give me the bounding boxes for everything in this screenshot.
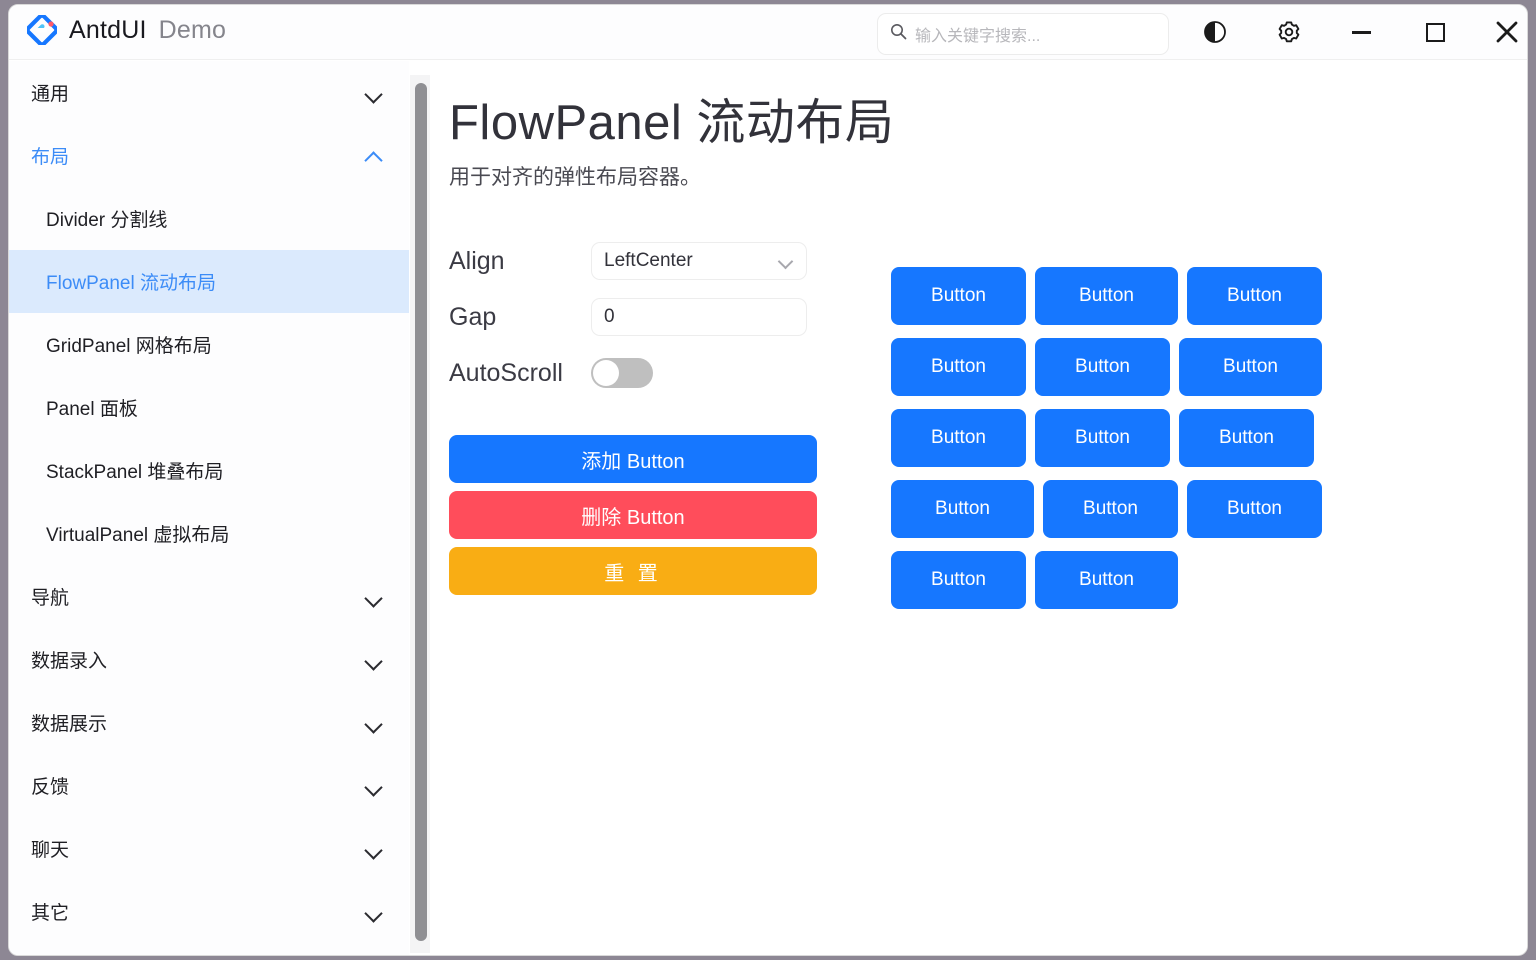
align-select-value: LeftCenter: [604, 250, 693, 271]
chevron-down-icon: [365, 903, 383, 921]
align-label: Align: [449, 246, 505, 275]
autoscroll-toggle[interactable]: [591, 358, 653, 388]
settings-form: Align LeftCenter Gap 0 AutoScroll: [449, 233, 821, 401]
flow-button-10[interactable]: Button: [1043, 480, 1178, 538]
flow-button-12[interactable]: Button: [891, 551, 1026, 609]
flow-button-9[interactable]: Button: [891, 480, 1034, 538]
sidebar-scrollbar-thumb[interactable]: [415, 83, 427, 941]
maximize-icon[interactable]: [1417, 15, 1453, 49]
flow-button-3[interactable]: Button: [891, 338, 1026, 396]
sidebar-item-label: VirtualPanel 虚拟布局: [46, 525, 230, 546]
chevron-down-icon: [365, 84, 383, 102]
sidebar-item-label: FlowPanel 流动布局: [46, 273, 216, 294]
sidebar-group-label: 导航: [31, 588, 70, 609]
minimize-icon[interactable]: [1343, 15, 1379, 49]
sidebar-item-label: GridPanel 网格布局: [46, 336, 212, 357]
sidebar-group-5[interactable]: 反馈: [9, 754, 409, 817]
action-buttons: 添加 Button 删除 Button 重 置: [449, 435, 817, 603]
close-icon[interactable]: [1489, 15, 1525, 49]
sidebar-item-label: Divider 分割线: [46, 210, 168, 231]
flow-button-4[interactable]: Button: [1035, 338, 1170, 396]
toggle-knob: [593, 360, 619, 386]
minimize-bar: [1351, 30, 1371, 34]
flow-button-0[interactable]: Button: [891, 267, 1026, 325]
title-bar: AntdUI Demo 输入关键字搜索...: [9, 5, 1527, 60]
add-button[interactable]: 添加 Button: [449, 435, 817, 483]
chevron-down-icon: [365, 588, 383, 606]
sidebar-group-label: 数据录入: [31, 651, 108, 672]
flow-button-5[interactable]: Button: [1179, 338, 1322, 396]
sidebar-group-0[interactable]: 通用: [9, 61, 409, 124]
sidebar-group-6[interactable]: 聊天: [9, 817, 409, 880]
chevron-down-icon: [365, 714, 383, 732]
sidebar-item-label: Panel 面板: [46, 399, 138, 420]
sidebar-group-label: 通用: [31, 84, 70, 105]
sidebar-group-7[interactable]: 其它: [9, 880, 409, 943]
flow-button-6[interactable]: Button: [891, 409, 1026, 467]
gap-input[interactable]: 0: [591, 298, 807, 336]
sidebar-group-2[interactable]: 导航: [9, 565, 409, 628]
app-brand: AntdUI Demo: [25, 13, 227, 47]
reset-button[interactable]: 重 置: [449, 547, 817, 595]
page-description: 用于对齐的弹性布局容器。: [449, 166, 701, 189]
sidebar-item-1-0[interactable]: Divider 分割线: [9, 187, 409, 250]
gap-row: Gap 0: [449, 289, 821, 345]
sidebar-group-label: 聊天: [31, 840, 70, 861]
sidebar-item-1-5[interactable]: VirtualPanel 虚拟布局: [9, 502, 409, 565]
maximize-square: [1425, 22, 1445, 42]
sidebar-item-1-3[interactable]: Panel 面板: [9, 376, 409, 439]
autoscroll-label: AutoScroll: [449, 358, 563, 387]
flow-button-11[interactable]: Button: [1187, 480, 1322, 538]
sidebar-group-label: 数据展示: [31, 714, 108, 735]
page-title: FlowPanel 流动布局: [449, 96, 895, 150]
chevron-down-icon: [365, 651, 383, 669]
app-title: AntdUI: [69, 15, 147, 44]
antd-logo-icon: [25, 13, 59, 47]
main-content: FlowPanel 流动布局 用于对齐的弹性布局容器。 Align LeftCe…: [433, 61, 1527, 955]
sidebar-item-1-4[interactable]: StackPanel 堆叠布局: [9, 439, 409, 502]
flow-button-1[interactable]: Button: [1035, 267, 1178, 325]
gap-input-value: 0: [604, 306, 615, 327]
search-box[interactable]: 输入关键字搜索...: [877, 13, 1169, 55]
settings-gear-icon[interactable]: [1271, 15, 1307, 49]
align-select[interactable]: LeftCenter: [591, 242, 807, 280]
chevron-up-icon: [365, 147, 383, 165]
gap-label: Gap: [449, 302, 497, 331]
sidebar-group-3[interactable]: 数据录入: [9, 628, 409, 691]
autoscroll-row: AutoScroll: [449, 345, 821, 401]
search-icon: [890, 23, 907, 45]
theme-toggle-icon[interactable]: [1197, 15, 1233, 49]
sidebar-group-label: 其它: [31, 903, 70, 924]
chevron-down-icon: [365, 840, 383, 858]
search-input-placeholder[interactable]: 输入关键字搜索...: [915, 28, 1041, 45]
align-row: Align LeftCenter: [449, 233, 821, 289]
chevron-down-icon: [365, 777, 383, 795]
sidebar-group-label: 布局: [31, 147, 70, 168]
app-window: AntdUI Demo 输入关键字搜索...: [8, 4, 1528, 956]
flow-button-13[interactable]: Button: [1035, 551, 1178, 609]
sidebar: 通用布局 Divider 分割线 FlowPanel 流动布局 GridPanel 网…: [9, 61, 409, 955]
app-subtitle: Demo: [158, 15, 227, 44]
flow-button-7[interactable]: Button: [1035, 409, 1170, 467]
chevron-down-icon: [779, 254, 794, 269]
flow-button-2[interactable]: Button: [1187, 267, 1322, 325]
sidebar-group-1[interactable]: 布局: [9, 124, 409, 187]
sidebar-item-label: StackPanel 堆叠布局: [46, 462, 224, 483]
sidebar-item-1-1[interactable]: FlowPanel 流动布局: [9, 250, 409, 313]
sidebar-group-4[interactable]: 数据展示: [9, 691, 409, 754]
sidebar-item-1-2[interactable]: GridPanel 网格布局: [9, 313, 409, 376]
sidebar-group-label: 反馈: [31, 777, 70, 798]
flow-button-8[interactable]: Button: [1179, 409, 1314, 467]
delete-button[interactable]: 删除 Button: [449, 491, 817, 539]
